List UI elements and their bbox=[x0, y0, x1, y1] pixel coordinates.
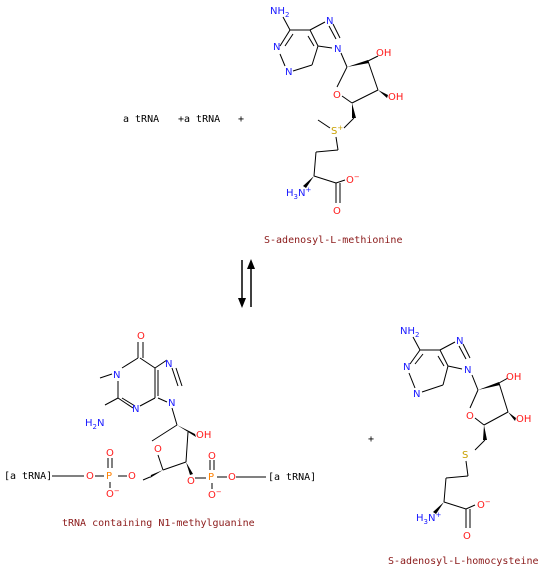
atom-n: N bbox=[113, 370, 120, 381]
atom-o: O bbox=[154, 444, 162, 455]
atom-o: O bbox=[106, 448, 114, 459]
atom-o-minus: O− bbox=[346, 173, 360, 186]
atom-o: O bbox=[137, 331, 145, 342]
sam-label: S-adenosyl-L-methionine bbox=[264, 235, 402, 246]
atom-oh: OH bbox=[376, 48, 391, 59]
atom-n: N bbox=[334, 44, 341, 55]
reactant-trna: a tRNA bbox=[123, 114, 159, 125]
atom-o: O bbox=[463, 531, 471, 542]
atom-o: O bbox=[128, 471, 136, 482]
sam-molecule: NH2 N N N N OH OH O S+ bbox=[270, 6, 403, 217]
sah-label: S-adenosyl-L-homocysteine bbox=[388, 556, 539, 567]
atom-h3n-plus: H3N+ bbox=[286, 186, 311, 201]
atom-n: N bbox=[168, 398, 175, 409]
trna-product-label: tRNA containing N1-methylguanine bbox=[62, 518, 255, 529]
atom-h3n-plus: H3N+ bbox=[416, 511, 441, 526]
plus-sign-2: + bbox=[368, 434, 374, 445]
atom-n: N bbox=[456, 336, 463, 347]
atom-o-minus: O− bbox=[208, 488, 222, 501]
plus-sign-1: + bbox=[238, 114, 244, 125]
equilibrium-arrows-icon bbox=[238, 259, 255, 308]
atom-nh2: NH2 bbox=[270, 6, 289, 19]
atom-nh2: NH2 bbox=[400, 326, 419, 339]
atom-n: N bbox=[403, 362, 410, 373]
atom-o: O bbox=[86, 471, 94, 482]
atom-oh: OH bbox=[506, 372, 521, 383]
atom-n: N bbox=[464, 365, 471, 376]
atom-n: N bbox=[132, 404, 139, 415]
atom-o: O bbox=[208, 451, 216, 462]
atom-o: O bbox=[333, 206, 341, 217]
atom-n: N bbox=[326, 16, 333, 27]
methylguanine-trna-molecule: O N H2N N N N OH O O P bbox=[4, 331, 316, 501]
atom-s: S bbox=[462, 450, 468, 461]
trna-right-label: [a tRNA] bbox=[268, 472, 316, 483]
trna-left-label: [a tRNA] bbox=[4, 471, 52, 482]
atom-n: N bbox=[273, 42, 280, 53]
atom-o: O bbox=[228, 472, 236, 483]
atom-o-minus: O− bbox=[477, 498, 491, 511]
atom-oh: OH bbox=[388, 92, 403, 103]
atom-o-minus: O− bbox=[106, 487, 120, 500]
atom-oh: OH bbox=[196, 430, 211, 441]
atom-n: N bbox=[413, 389, 420, 400]
atom-oh: OH bbox=[516, 414, 531, 425]
atom-s-plus: S+ bbox=[331, 124, 343, 137]
atom-h2n: H2N bbox=[85, 418, 104, 431]
atom-o: O bbox=[333, 90, 341, 101]
atom-o: O bbox=[466, 411, 474, 422]
atom-p: P bbox=[208, 472, 214, 483]
sah-molecule: NH2 N N N N OH OH O S O− bbox=[400, 326, 531, 542]
reactant-plus-trna: +a tRNA bbox=[178, 114, 220, 125]
atom-n: N bbox=[165, 359, 172, 370]
atom-o: O bbox=[187, 476, 195, 487]
atom-n: N bbox=[285, 67, 292, 78]
atom-p: P bbox=[106, 471, 112, 482]
